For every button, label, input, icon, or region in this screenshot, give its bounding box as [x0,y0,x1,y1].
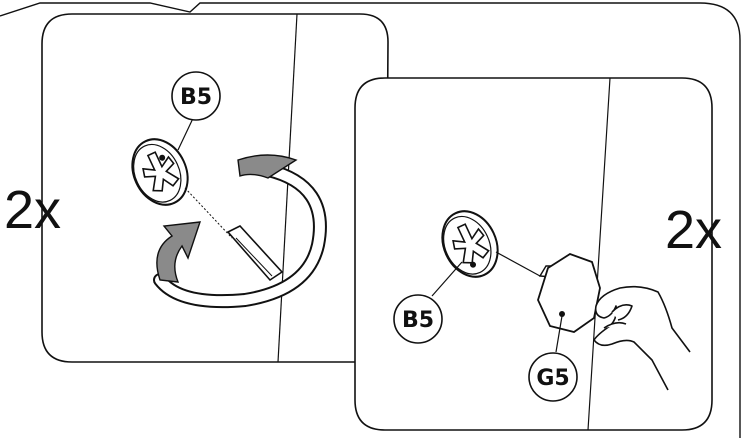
rotation-arrow-icon [153,154,327,309]
part-label-b5: B5 [402,308,434,333]
g5-callout: G5 [528,315,578,402]
panel-2: B5 G5 2x [354,77,722,431]
wall-edge-line [277,13,298,363]
b5-callout: B5 [393,261,463,344]
panel-1: B5 2x [4,13,389,363]
quantity-label: 2x [665,200,722,260]
b5-callout: B5 [171,71,221,151]
part-label-g5: G5 [536,366,569,391]
g5-cap [537,253,601,333]
part-label-b5: B5 [180,85,212,110]
quantity-label: 2x [4,180,61,240]
screwdriver-icon [184,187,284,282]
panel-1-frame [41,13,389,363]
wall-edge-line [587,77,611,431]
b5-mount-plate [131,138,189,206]
b5-mount-plate [441,210,499,278]
panel-2-frame [354,77,713,431]
hand-icon [593,285,691,391]
